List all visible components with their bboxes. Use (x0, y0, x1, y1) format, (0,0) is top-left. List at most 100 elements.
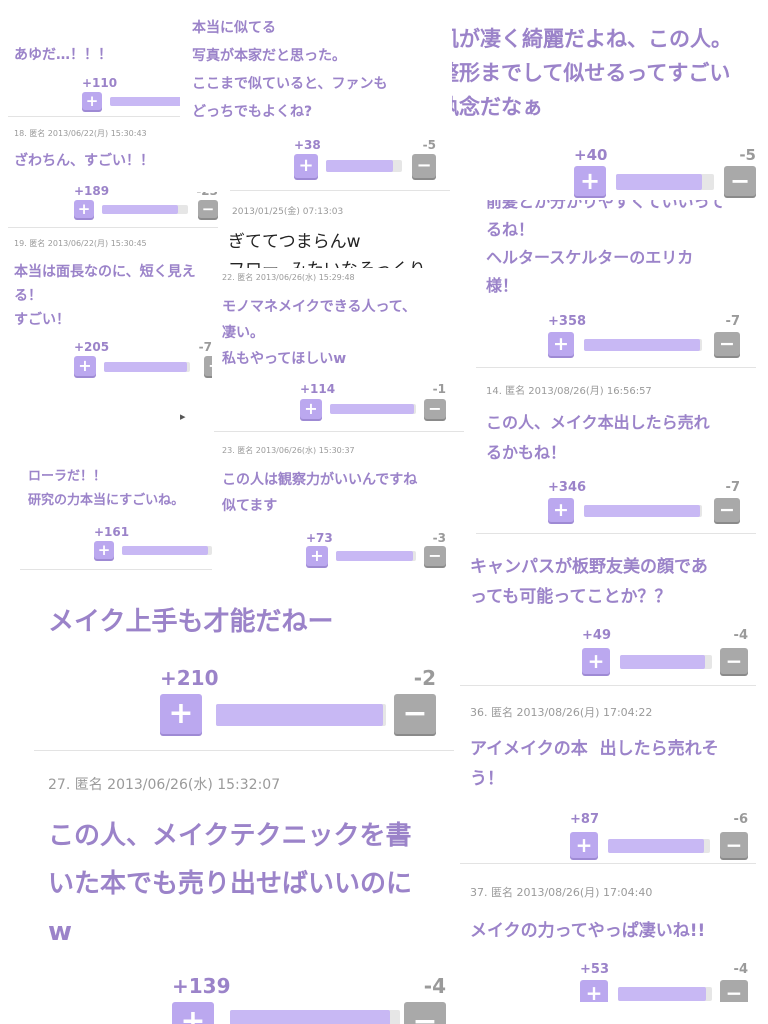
plus-button[interactable]: + (94, 541, 114, 559)
plus-count: +346 (548, 480, 587, 495)
comment-text: 前髪とか分かりやすくていいって るね！ ヘルタースケルターのエリカ 様！ (486, 200, 725, 295)
vote-ratio-bar (102, 205, 188, 214)
minus-button[interactable]: − (720, 832, 748, 858)
separator (230, 190, 450, 191)
comment-fragment-13: キャンパスが板野友美の顔であ っても可能ってことか？？ +49 -4 + − (460, 540, 756, 686)
vote-ratio-fill (326, 160, 393, 172)
vote-bar: +358 -7 + − (548, 314, 740, 362)
vote-bar: +53 -4 + − (580, 962, 748, 1002)
plus-count: +189 (74, 184, 110, 198)
comment-text: モノマネメイクできる人って、 凄い。 私もやってほしいw (222, 299, 417, 367)
comment-fragment-3: ローラだ！！ 研究の力本当にすごいね。 +161 + (20, 455, 212, 571)
comment-fragment-6: 22. 匿名 2013/06/26(水) 15:29:48 モノマネメイクできる… (214, 268, 464, 432)
minus-button[interactable]: − (204, 356, 212, 376)
plus-button[interactable]: + (82, 92, 102, 110)
plus-button[interactable]: + (548, 498, 574, 522)
separator (20, 569, 212, 570)
minus-button[interactable]: − (720, 648, 748, 674)
plus-button[interactable]: + (580, 980, 608, 1002)
comment-fragment-9: 27. 匿名 2013/06/26(水) 15:32:07 この人、メイクテクニ… (34, 756, 458, 1024)
comment-text: この人、メイクテクニックを書 いた本でも売り出せばいいのに w (48, 821, 413, 947)
vote-bar: +346 -7 + − (548, 480, 740, 528)
separator (460, 685, 756, 686)
plus-button[interactable]: + (74, 356, 96, 376)
plus-button[interactable]: + (294, 154, 318, 178)
comment-fragment-15: 37. 匿名 2013/08/26(月) 17:04:40 メイクの力ってやっぱ… (460, 872, 756, 1002)
comment-header: 27. 匿名 2013/06/26(水) 15:32:07 (48, 777, 281, 793)
vote-ratio-bar (326, 160, 402, 172)
minus-button[interactable]: − (714, 498, 740, 522)
vote-ratio-fill (102, 205, 178, 214)
plus-button[interactable]: + (574, 166, 606, 196)
separator (460, 863, 756, 864)
minus-button[interactable]: − (724, 166, 756, 196)
plus-count: +205 (74, 340, 110, 354)
minus-button[interactable]: − (424, 546, 446, 566)
plus-button[interactable]: + (172, 1002, 214, 1024)
separator (214, 431, 464, 432)
vote-bar: +38 -5 + − (294, 138, 436, 182)
vote-ratio-fill (608, 839, 704, 853)
cursor-mark: ▸ (180, 410, 186, 423)
vote-ratio-bar (336, 551, 416, 561)
separator (476, 533, 756, 534)
comment-header: 36. 匿名 2013/08/26(月) 17:04:22 (470, 706, 653, 719)
vote-ratio-bar (110, 97, 180, 106)
minus-button[interactable]: − (720, 980, 748, 1002)
minus-count: -6 (733, 812, 748, 827)
vote-ratio-bar (608, 839, 710, 853)
separator (8, 227, 218, 228)
minus-button[interactable]: − (714, 332, 740, 356)
minus-button[interactable]: − (394, 694, 436, 734)
comment-fragment-2: 19. 匿名 2013/06/22(月) 15:30:45 本当は面長なのに、短… (8, 230, 212, 440)
plus-count: +87 (570, 812, 599, 827)
comment-fragment-10: 肌が凄く綺麗だよね、この人。 整形までして似せるってすごい 執念だなぁ +40 … (452, 16, 768, 202)
plus-button[interactable]: + (306, 546, 328, 566)
vote-ratio-bar (330, 404, 416, 414)
vote-ratio-fill (104, 362, 187, 372)
comment-fragment-5: 2013/01/25(金) 07:13:03 ぎててつまらんw フロー みたいな… (222, 196, 454, 268)
plus-button[interactable]: + (74, 200, 94, 218)
comment-text: 肌が凄く綺麗だよね、この人。 整形までして似せるってすごい 執念だなぁ (452, 27, 732, 119)
vote-bar: +139 -4 + − (172, 974, 446, 1024)
vote-ratio-bar (230, 1010, 400, 1024)
vote-ratio-fill (330, 404, 415, 414)
comment-text: あゆだ…！！！ (14, 47, 112, 63)
separator (476, 367, 756, 368)
comment-text: この人は観察力がいいんですね 似てます (222, 472, 418, 514)
plus-button[interactable]: + (300, 399, 322, 419)
plus-button[interactable]: + (570, 832, 598, 858)
plus-button[interactable]: + (548, 332, 574, 356)
separator (8, 116, 180, 117)
vote-bar: +49 -4 + − (582, 628, 748, 676)
minus-button[interactable]: − (404, 1002, 446, 1024)
minus-count: -5 (739, 146, 756, 164)
comment-text: キャンパスが板野友美の顔であ っても可能ってことか？？ (470, 557, 708, 607)
vote-ratio-fill (584, 339, 700, 351)
plus-count: +114 (300, 382, 336, 396)
comment-text: メイクの力ってやっぱ凄いね!! (470, 921, 706, 941)
vote-ratio-fill (336, 551, 413, 561)
vote-ratio-bar (584, 339, 702, 351)
plus-button[interactable]: + (160, 694, 202, 734)
vote-ratio-bar (616, 174, 714, 190)
plus-count: +53 (580, 962, 609, 977)
vote-bar: +189 -23 + − (74, 184, 218, 220)
minus-button[interactable]: − (424, 399, 446, 419)
minus-count: -1 (432, 382, 446, 396)
comment-text: アイメイクの本 出したら売れそ う！ (470, 739, 719, 789)
comment-header: 18. 匿名 2013/06/22(月) 15:30:43 (14, 129, 147, 138)
vote-ratio-fill (216, 704, 383, 726)
vote-ratio-fill (110, 97, 180, 106)
vote-ratio-bar (122, 546, 212, 555)
vote-ratio-bar (618, 987, 712, 1001)
plus-button[interactable]: + (582, 648, 610, 674)
minus-count: -2 (413, 666, 436, 690)
minus-button[interactable]: − (412, 154, 436, 178)
minus-count: -4 (733, 962, 748, 977)
vote-ratio-fill (230, 1010, 390, 1024)
comment-header: 22. 匿名 2013/06/26(水) 15:29:48 (222, 273, 355, 282)
comment-fragment-11: 前髪とか分かりやすくていいって るね！ ヘルタースケルターのエリカ 様！ +35… (476, 200, 756, 368)
comment-text: ざわちん、すごい！！ (14, 153, 154, 169)
minus-button[interactable]: − (198, 200, 218, 218)
